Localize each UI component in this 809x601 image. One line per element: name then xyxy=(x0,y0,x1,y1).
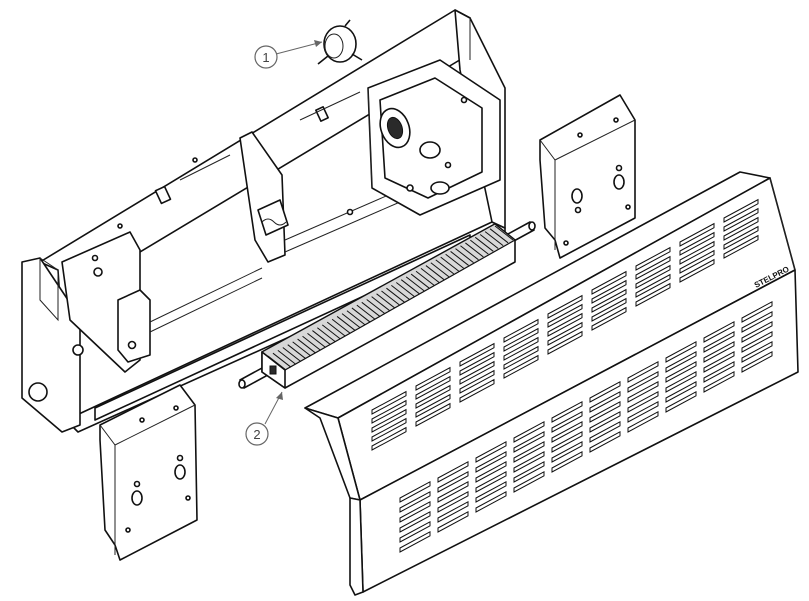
fin xyxy=(410,273,430,289)
fin xyxy=(455,248,474,264)
louver-block xyxy=(635,246,671,307)
fin xyxy=(460,245,479,261)
fin xyxy=(292,341,311,357)
fin xyxy=(267,355,287,371)
fin xyxy=(465,242,484,258)
fin xyxy=(391,284,410,300)
fin xyxy=(420,267,440,283)
fin xyxy=(395,282,415,297)
fin xyxy=(287,344,307,360)
fin xyxy=(277,349,297,365)
fin xyxy=(494,225,514,241)
fin xyxy=(386,287,405,303)
fin xyxy=(321,324,341,340)
louver-block xyxy=(589,380,621,453)
fin xyxy=(430,262,450,278)
louver-block xyxy=(475,440,507,513)
fin xyxy=(435,259,455,275)
fin xyxy=(479,234,499,249)
louver-block xyxy=(627,360,659,433)
fin xyxy=(381,290,400,306)
fin xyxy=(341,313,361,329)
fin xyxy=(312,330,331,345)
louver-block xyxy=(399,480,431,553)
fin xyxy=(331,318,351,334)
heating-element-fins xyxy=(267,225,514,371)
fin xyxy=(415,270,435,286)
fin xyxy=(371,296,390,312)
fin xyxy=(470,239,489,255)
left-end-panel xyxy=(99,384,198,561)
louver-block xyxy=(437,460,469,533)
fin xyxy=(366,299,386,314)
front-grille-cover xyxy=(304,171,799,596)
fin xyxy=(445,253,464,269)
louver-block xyxy=(547,294,583,355)
fin xyxy=(484,231,504,247)
louver-block xyxy=(551,400,583,473)
louver-block xyxy=(415,366,451,427)
fin xyxy=(326,321,346,337)
louver-block xyxy=(679,222,715,283)
thermostat-sensor xyxy=(317,19,363,65)
fin xyxy=(489,228,509,244)
louver-block xyxy=(723,198,759,259)
grille-louvers xyxy=(371,198,773,553)
fin xyxy=(272,352,292,368)
fin xyxy=(351,307,371,323)
fin xyxy=(346,310,366,326)
right-end-panel xyxy=(539,94,636,259)
fin xyxy=(425,265,445,280)
louver-block xyxy=(665,340,697,413)
fin xyxy=(474,236,494,252)
fin xyxy=(307,332,326,348)
louver-block xyxy=(503,318,539,379)
fin xyxy=(361,301,381,317)
callout-2: 2 xyxy=(245,391,283,446)
fin xyxy=(317,327,336,343)
fin xyxy=(282,347,302,362)
louver-block xyxy=(459,342,495,403)
fin xyxy=(336,316,356,331)
louver-block xyxy=(703,320,735,393)
louver-block xyxy=(741,300,773,373)
louver-block xyxy=(371,390,407,451)
fin xyxy=(450,251,469,266)
louver-block xyxy=(591,270,627,331)
fin xyxy=(405,276,425,292)
fin xyxy=(400,279,420,295)
callout-1-label: 1 xyxy=(262,50,269,65)
fin xyxy=(440,256,460,272)
fin xyxy=(297,338,316,354)
louver-block xyxy=(513,420,545,493)
callout-1: 1 xyxy=(254,40,323,69)
fin xyxy=(376,293,395,309)
callout-2-label: 2 xyxy=(253,427,260,442)
fin xyxy=(302,335,321,351)
back-chassis xyxy=(21,9,506,433)
fin xyxy=(356,304,376,320)
